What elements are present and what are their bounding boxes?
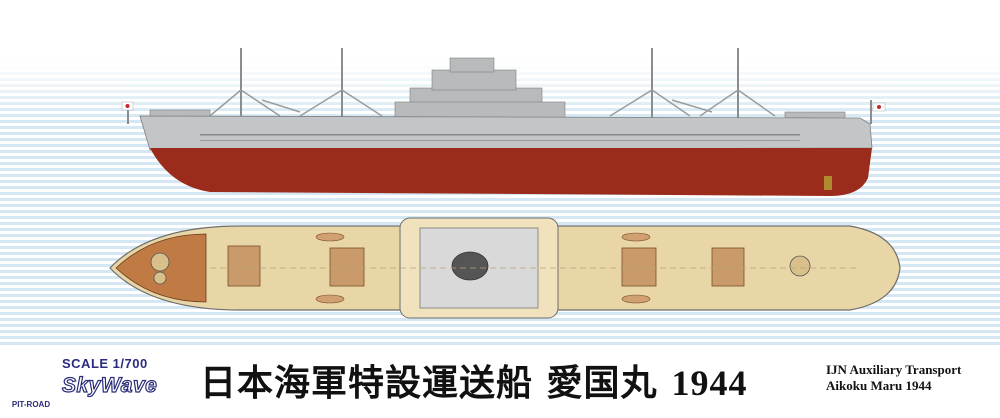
subtitle-line2: Aikoku Maru 1944 — [826, 378, 932, 393]
hull-lower — [150, 148, 872, 196]
hull-upper — [139, 115, 873, 151]
pit-road-logo-label: PIT-ROAD — [6, 400, 56, 409]
page-title: 日本海軍特設運送船 愛国丸 1944 — [200, 354, 748, 406]
logo-text: PIT-ROAD — [11, 400, 51, 409]
subtitle-line1: IJN Auxiliary Transport — [826, 362, 962, 377]
scale-label: SCALE 1/700 — [62, 356, 148, 371]
brand-name: SkyWave — [61, 373, 158, 397]
top-view — [109, 217, 901, 319]
title-japanese: 日本海軍特設運送船 愛国丸 — [200, 362, 658, 404]
side-view — [121, 48, 886, 196]
title-year: 1944 — [671, 363, 748, 403]
footer-bar — [0, 348, 1000, 418]
subtitle: IJN Auxiliary Transport Aikoku Maru 1944 — [826, 362, 961, 394]
